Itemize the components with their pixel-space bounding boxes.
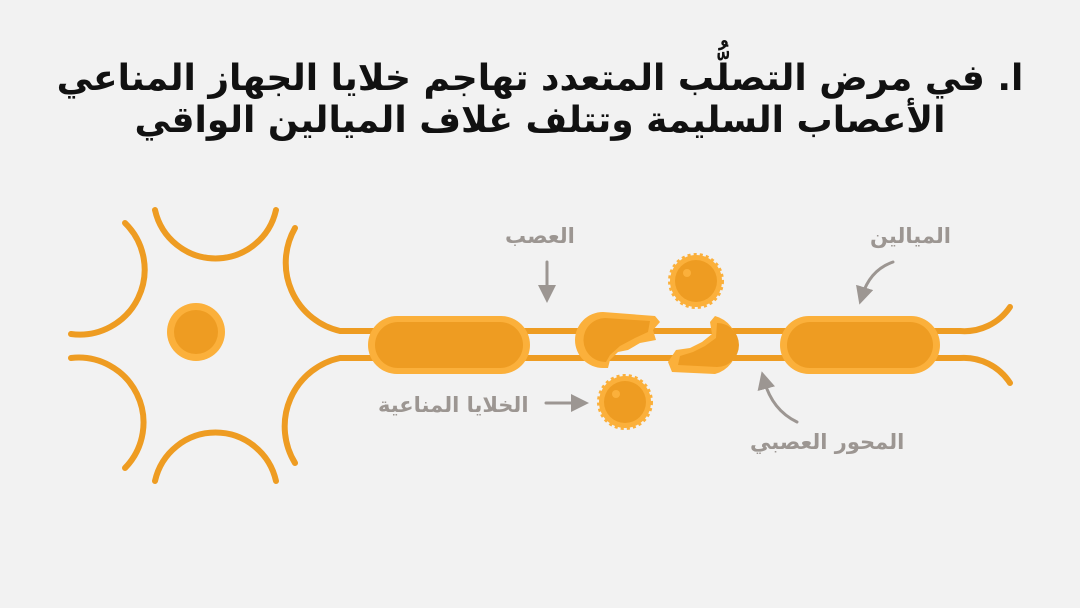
nucleus — [167, 303, 225, 361]
myelin-segment-left — [368, 316, 530, 374]
axon-arrow-icon — [757, 371, 799, 424]
dendrite-lower-right — [281, 355, 375, 466]
damaged-myelin-left — [575, 312, 660, 368]
annotation-arrows — [538, 260, 895, 424]
cell-body-dendrites — [68, 207, 375, 484]
diagram-title: ا. في مرض التصلُّب المتعدد تهاجم خلايا ا… — [40, 58, 1040, 142]
label-immune-cells: الخلايا المناعية — [378, 393, 529, 417]
immune-cell-bottom — [597, 374, 653, 430]
dendrite-bottom — [152, 429, 279, 484]
dendrite-top — [152, 207, 279, 262]
label-nerve: العصب — [505, 224, 575, 248]
damaged-myelin-right — [668, 316, 739, 374]
label-axon: المحور العصبي — [750, 430, 905, 454]
title-line-1: ا. في مرض التصلُّب المتعدد تهاجم خلايا ا… — [56, 58, 1024, 99]
myelin-segment-right — [780, 316, 940, 374]
dendrite-lower-left — [68, 354, 147, 471]
label-myelin: الميالين — [870, 224, 951, 248]
dendrite-upper-right — [282, 225, 375, 334]
axon-terminal-bottom — [935, 354, 1013, 386]
myelin-arrow-icon — [856, 260, 895, 305]
immune-cell-top — [668, 253, 724, 309]
axon-terminal-top — [935, 304, 1013, 335]
title-line-2: الأعصاب السليمة وتتلف غلاف الميالين الوا… — [134, 100, 946, 141]
dendrite-upper-left — [68, 220, 148, 338]
